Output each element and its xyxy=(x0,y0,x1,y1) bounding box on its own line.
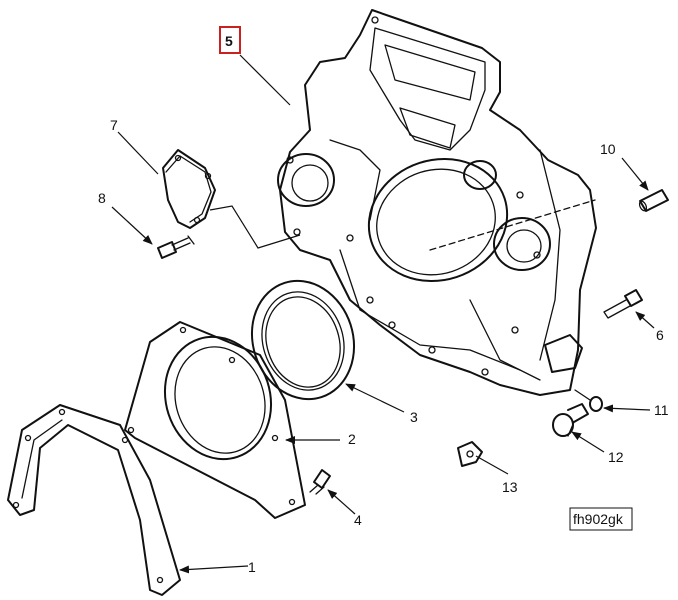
seal-housing xyxy=(124,321,306,519)
screw xyxy=(157,235,195,259)
callout-2: 2 xyxy=(348,431,356,447)
leader-10 xyxy=(621,157,649,191)
small-bolt xyxy=(309,469,331,495)
plug xyxy=(552,403,589,437)
leader-8 xyxy=(111,206,153,245)
callout-labels: 1 2 3 4 5 6 7 8 10 11 12 13 xyxy=(98,26,669,575)
leader-13 xyxy=(475,455,509,475)
callout-7: 7 xyxy=(110,117,118,133)
reference-code: fh902gk xyxy=(573,511,624,527)
callout-1: 1 xyxy=(248,559,256,575)
leader-lines xyxy=(111,54,655,574)
leader-6 xyxy=(635,311,655,329)
leader-5 xyxy=(239,54,291,106)
dowel-pin xyxy=(638,189,669,212)
bolt xyxy=(603,289,643,319)
reference-code-box: fh902gk xyxy=(569,507,633,531)
callout-8: 8 xyxy=(98,190,106,206)
leader-1 xyxy=(179,565,249,574)
callout-12: 12 xyxy=(608,449,624,465)
callout-3: 3 xyxy=(410,409,418,425)
o-ring xyxy=(574,389,603,412)
leader-7 xyxy=(117,131,159,175)
leader-3 xyxy=(345,383,405,413)
clip xyxy=(457,441,483,467)
callout-4: 4 xyxy=(354,512,362,528)
gasket xyxy=(7,404,181,596)
leader-12 xyxy=(571,431,605,453)
flywheel-housing xyxy=(277,9,597,396)
leader-4 xyxy=(327,489,356,515)
callout-5-highlight xyxy=(219,26,241,54)
callout-5: 5 xyxy=(225,33,233,49)
callout-10: 10 xyxy=(600,141,616,157)
leader-11 xyxy=(603,404,651,413)
callout-13: 13 xyxy=(502,479,518,495)
cover-plate xyxy=(162,149,301,249)
callout-6: 6 xyxy=(656,327,664,343)
callout-11: 11 xyxy=(654,402,669,418)
rear-seal xyxy=(250,279,356,401)
